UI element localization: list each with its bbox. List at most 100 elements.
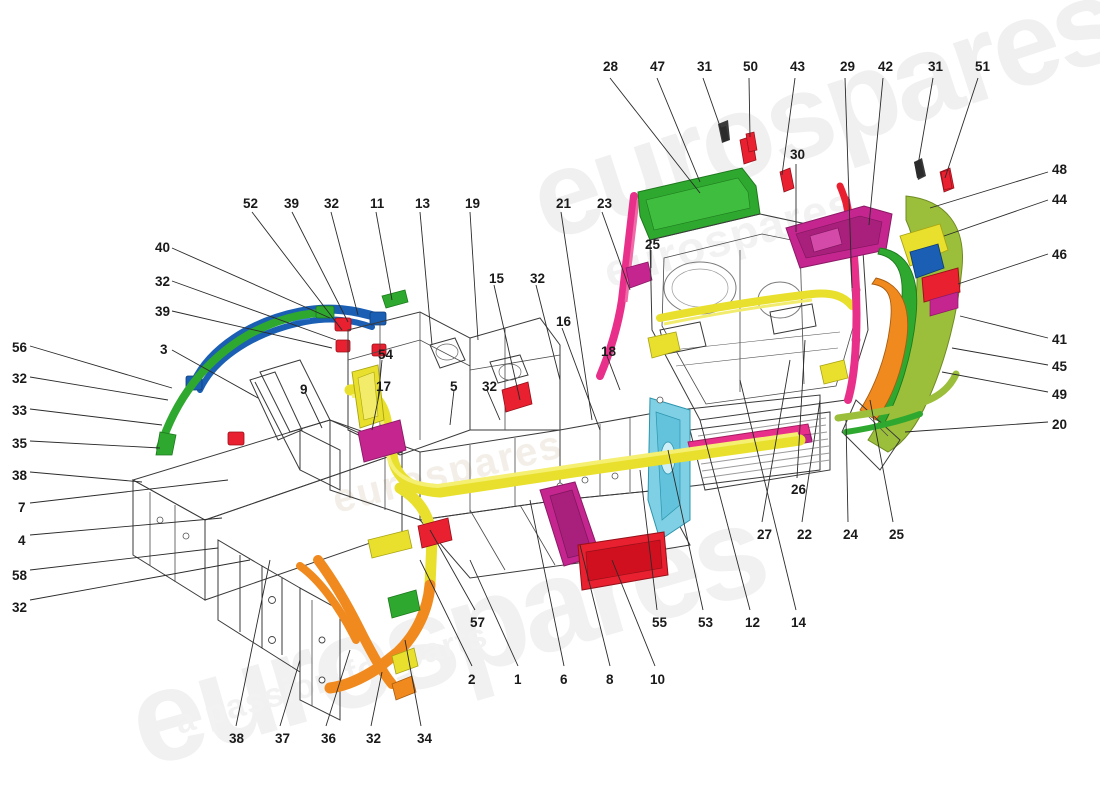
purple-rear-upper-panel — [785, 205, 893, 269]
leader-line-22 — [801, 399, 821, 523]
callout-49: 49 — [1052, 387, 1068, 402]
leader-line-4 — [29, 517, 223, 536]
callout-32: 32 — [12, 600, 28, 615]
callout-31: 31 — [928, 59, 944, 74]
leader-line-47 — [656, 77, 701, 183]
callout-26: 26 — [791, 482, 807, 497]
leader-line-28 — [609, 77, 701, 194]
callout-29: 29 — [840, 59, 856, 74]
cyan-tunnel-panel — [647, 397, 691, 541]
callout-37: 37 — [275, 731, 291, 746]
callout-51: 51 — [975, 59, 991, 74]
callout-1: 1 — [514, 672, 522, 687]
leader-line-16 — [561, 327, 601, 431]
leader-line-31 — [702, 77, 723, 133]
callout-40: 40 — [155, 240, 171, 255]
leader-line-33 — [29, 408, 163, 426]
rear-quarter-assembly — [841, 158, 963, 471]
leader-line-8 — [579, 544, 611, 667]
callout-47: 47 — [650, 59, 666, 74]
red-lower-rear-panel — [577, 531, 669, 591]
leader-line-50 — [748, 77, 751, 138]
leader-line-19 — [469, 211, 479, 341]
leader-line-32 — [171, 280, 337, 341]
leader-line-44 — [943, 199, 1049, 237]
callout-45: 45 — [1052, 359, 1068, 374]
front-subframe-rails — [131, 419, 404, 721]
callout-55: 55 — [652, 615, 668, 630]
leader-line-38 — [29, 471, 143, 483]
callout-28: 28 — [603, 59, 619, 74]
leader-line-14 — [739, 379, 797, 611]
orange-lower-front-rail — [296, 555, 417, 701]
leader-line-55 — [639, 469, 658, 611]
leader-line-31 — [917, 77, 934, 166]
leader-line-32 — [330, 211, 359, 316]
leader-line-39 — [291, 211, 349, 323]
callout-19: 19 — [465, 196, 481, 211]
leader-line-27 — [761, 359, 791, 523]
leader-line-24 — [845, 419, 849, 523]
callout-24: 24 — [843, 527, 859, 542]
callout-31: 31 — [697, 59, 713, 74]
callout-42: 42 — [878, 59, 894, 74]
leader-line-36 — [325, 649, 351, 727]
leader-line-39 — [171, 310, 333, 349]
callout-12: 12 — [745, 615, 761, 630]
leader-line-32 — [29, 559, 251, 601]
leader-line-45 — [951, 347, 1049, 366]
callout-10: 10 — [650, 672, 666, 687]
leader-line-23 — [601, 211, 631, 291]
callout-41: 41 — [1052, 332, 1068, 347]
callout-32: 32 — [155, 274, 171, 289]
leader-line-25 — [869, 399, 894, 523]
callout-25: 25 — [889, 527, 905, 542]
callout-13: 13 — [415, 196, 431, 211]
right-lower-rail — [834, 370, 960, 435]
callout-50: 50 — [743, 59, 759, 74]
leader-line-38 — [235, 559, 271, 727]
callout-46: 46 — [1052, 247, 1068, 262]
leader-line-15 — [493, 284, 521, 401]
callout-44: 44 — [1052, 192, 1068, 207]
leader-line-12 — [699, 419, 751, 611]
fastener-icons — [720, 126, 953, 191]
callout-35: 35 — [12, 436, 28, 451]
leader-line-26 — [796, 339, 806, 479]
callout-32: 32 — [366, 731, 382, 746]
leader-line-46 — [957, 253, 1049, 285]
leader-line-1 — [469, 559, 519, 667]
callout-32: 32 — [482, 379, 498, 394]
callout-4: 4 — [18, 533, 26, 548]
callout-30: 30 — [790, 147, 806, 162]
leader-line-37 — [279, 659, 301, 727]
leader-line-3 — [171, 349, 259, 399]
callout-9: 9 — [300, 382, 308, 397]
leader-line-32 — [29, 376, 169, 401]
leader-line-58 — [29, 547, 219, 571]
leader-line-53 — [667, 449, 704, 611]
callout-34: 34 — [417, 731, 433, 746]
leader-line-32 — [535, 284, 561, 381]
leader-line-17 — [371, 389, 381, 431]
callout-32: 32 — [530, 271, 546, 286]
callout-17: 17 — [376, 379, 392, 394]
callout-52: 52 — [243, 196, 259, 211]
callout-38: 38 — [12, 468, 28, 483]
leader-line-57 — [429, 529, 476, 611]
leader-line-35 — [29, 440, 161, 449]
leader-line-52 — [251, 211, 343, 331]
callout-7: 7 — [18, 500, 26, 515]
callout-38: 38 — [229, 731, 245, 746]
green-left-sill — [155, 305, 387, 456]
callout-3: 3 — [160, 342, 168, 357]
leader-line-41 — [959, 315, 1049, 339]
leader-line-32 — [370, 671, 383, 727]
leader-line-7 — [29, 479, 229, 504]
leader-line-48 — [929, 171, 1049, 209]
leader-line-9 — [304, 391, 323, 429]
leader-line-10 — [611, 559, 656, 667]
green-bracket-upper — [381, 289, 409, 309]
leader-line-6 — [529, 499, 565, 667]
